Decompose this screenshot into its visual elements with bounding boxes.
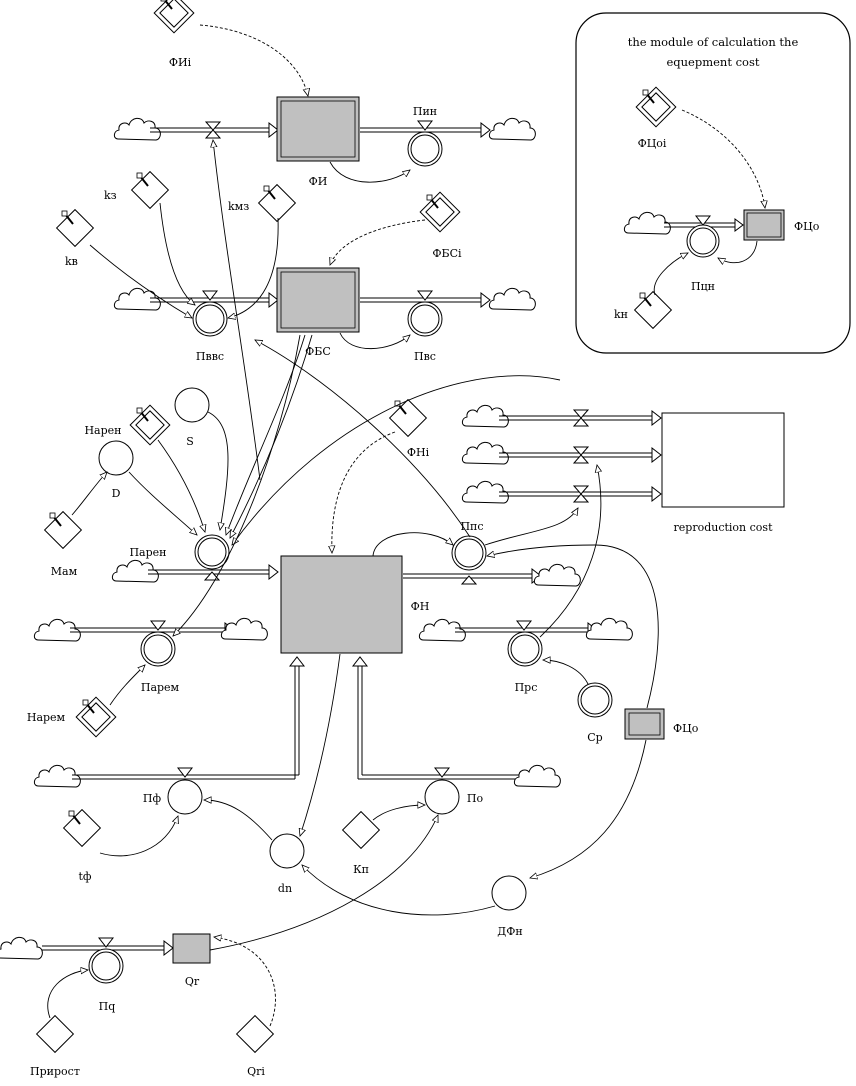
reproduction-cost-stock[interactable] — [661, 412, 785, 508]
d-label: D — [112, 487, 121, 500]
pps-label: Ппс — [460, 520, 483, 533]
pvvs-label: Пввс — [196, 350, 224, 363]
kp-label: Кп — [353, 863, 369, 876]
kn-variable[interactable] — [634, 291, 672, 329]
source-cloud — [623, 211, 671, 235]
fco-ghost-label: ФЦо — [673, 722, 699, 735]
fi-chain: ФИi ФИ Пин — [113, 0, 536, 188]
fni-label: ФНi — [407, 446, 430, 459]
rc-valve-2[interactable] — [573, 446, 589, 464]
paren-label: Парен — [129, 546, 166, 559]
tf-variable[interactable] — [63, 809, 101, 847]
fni-variable[interactable] — [389, 399, 427, 437]
pcin-label: Пцн — [691, 280, 715, 293]
po-label: По — [467, 792, 484, 805]
dn-variable[interactable] — [269, 833, 305, 869]
prirost-label: Прирост — [30, 1065, 80, 1078]
tf-label: tф — [78, 870, 91, 883]
narem-variable[interactable] — [75, 696, 117, 738]
lower-flows: Пф По tф dn Кп ДФн — [33, 653, 561, 951]
kmz-label: kмз — [228, 200, 249, 213]
kz-variable[interactable] — [131, 171, 169, 209]
fbs-chain: kз kв kмз ФБСi Пввс ФБС Пвс — [56, 140, 536, 481]
s-label: S — [186, 435, 194, 448]
equipment-cost-module: the module of calculation the equepment … — [575, 12, 851, 354]
prs-label: Прс — [515, 681, 538, 694]
d-variable[interactable] — [98, 440, 134, 476]
fcoi-label: ФЦоi — [638, 137, 667, 150]
fco-module-label: ФЦо — [794, 220, 820, 233]
cp-label: Cp — [587, 731, 602, 744]
kv-label: kв — [65, 255, 78, 268]
narem-label: Нарем — [27, 711, 66, 724]
pf-label: Пф — [143, 792, 162, 805]
dfn-label: ДФн — [497, 925, 522, 938]
naren-label: Нарен — [84, 424, 121, 437]
reproduction-cost-chain: reproduction cost — [461, 404, 785, 534]
fbs-stock[interactable] — [276, 267, 360, 333]
naren-variable[interactable] — [129, 404, 171, 446]
pf-flow[interactable] — [167, 779, 203, 815]
fco-module-stock[interactable] — [743, 209, 785, 241]
pvs-label: Пвс — [414, 350, 436, 363]
module-title-line1: the module of calculation the — [628, 35, 799, 49]
dn-label: dn — [278, 882, 292, 895]
qr-stock[interactable] — [172, 933, 211, 964]
fn-stock[interactable] — [280, 555, 403, 654]
fn-label: ФН — [411, 600, 430, 613]
module-title-line2: equepment cost — [666, 55, 759, 69]
fbsi-label: ФБСi — [432, 247, 462, 260]
prirost-variable[interactable] — [36, 1015, 74, 1053]
fbsi-variable[interactable] — [419, 191, 461, 233]
kz-label: kз — [104, 189, 117, 202]
fcoi-dashed-link — [681, 109, 765, 208]
fi-inflow-valve[interactable] — [205, 121, 221, 139]
qr-chain: Пq Qr Прирост Qri — [0, 933, 276, 1078]
dfn-variable[interactable] — [491, 875, 527, 911]
s-variable[interactable] — [174, 387, 210, 423]
rc-valve-3[interactable] — [573, 485, 589, 503]
mam-variable[interactable] — [44, 511, 82, 549]
reproduction-cost-label: reproduction cost — [674, 521, 774, 534]
parem-label: Парем — [141, 681, 180, 694]
kp-variable[interactable] — [342, 811, 380, 849]
kn-label: kн — [614, 308, 628, 321]
fi-label: ФИ — [309, 175, 328, 188]
fbs-label: ФБС — [305, 345, 331, 358]
qr-label: Qr — [185, 975, 200, 988]
pin-label: Пин — [413, 105, 437, 118]
kv-variable[interactable] — [56, 209, 94, 247]
rc-valve-1[interactable] — [573, 409, 589, 427]
fii-label: ФИi — [169, 56, 192, 69]
fi-stock[interactable] — [276, 96, 360, 162]
qri-variable[interactable] — [236, 1015, 274, 1053]
mam-label: Мам — [51, 565, 78, 578]
qri-label: Qri — [247, 1065, 265, 1078]
kmz-variable[interactable] — [258, 184, 296, 222]
po-flow[interactable] — [424, 779, 460, 815]
fii-variable[interactable] — [153, 0, 195, 34]
pq-label: Пq — [99, 1000, 116, 1013]
fn-chain: S D Нарен Мам ФНi Парен ФН — [27, 334, 699, 878]
fco-ghost-stock[interactable] — [624, 708, 665, 740]
fcoi-variable[interactable] — [635, 86, 677, 128]
